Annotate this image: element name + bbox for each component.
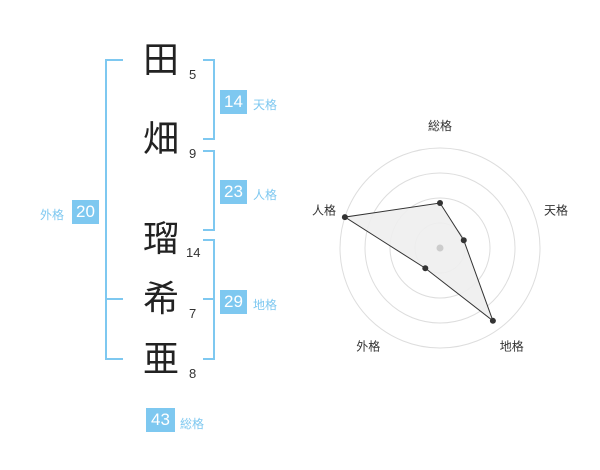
gaikaku-bracket — [105, 59, 123, 360]
char-3: 瑠 — [143, 219, 180, 260]
char-1-strokes: 5 — [189, 67, 197, 82]
radar-polygon — [343, 202, 494, 323]
char-2-strokes: 9 — [189, 146, 197, 161]
tenkaku-label: 天格 — [253, 98, 278, 112]
char-4-strokes: 7 — [189, 306, 197, 321]
tenkaku-value: 14 — [220, 90, 247, 114]
radar-axis-label-4: 外格 — [356, 339, 380, 354]
radar-ring-2 — [389, 197, 491, 299]
jinkaku-bracket — [203, 150, 215, 231]
soukaku-value: 43 — [146, 408, 175, 432]
tenkaku-bracket — [203, 59, 215, 140]
radar-point-5 — [341, 214, 348, 221]
gaikaku-value: 20 — [72, 200, 99, 224]
radar-point-3 — [489, 317, 496, 324]
radar-axis-label-5: 人格 — [312, 202, 336, 217]
radar-ring-4 — [339, 147, 541, 349]
radar-point-1 — [437, 200, 443, 206]
char-5: 亜 — [143, 339, 180, 380]
radar-axis-label-3: 地格 — [500, 339, 524, 354]
radar-axis-label-1: 総格 — [428, 118, 452, 133]
gaikaku-label: 外格 — [40, 208, 65, 222]
char-4: 希 — [143, 279, 180, 320]
radar-center-dot — [436, 244, 444, 252]
jinkaku-label: 人格 — [253, 188, 278, 202]
char-2: 畑 — [143, 119, 180, 160]
radar-point-4 — [422, 265, 429, 272]
char-5-strokes: 8 — [189, 366, 197, 381]
radar-ring-3 — [364, 172, 516, 324]
chikaku-value: 29 — [220, 290, 247, 314]
jinkaku-value: 23 — [220, 180, 247, 204]
radar-axis-label-2: 天格 — [544, 202, 568, 217]
char-1: 田 — [143, 40, 180, 81]
radar-point-2 — [460, 237, 467, 244]
chikaku-label: 地格 — [253, 298, 278, 312]
char-3-strokes: 14 — [186, 245, 201, 260]
soukaku-label: 総格 — [180, 417, 205, 431]
